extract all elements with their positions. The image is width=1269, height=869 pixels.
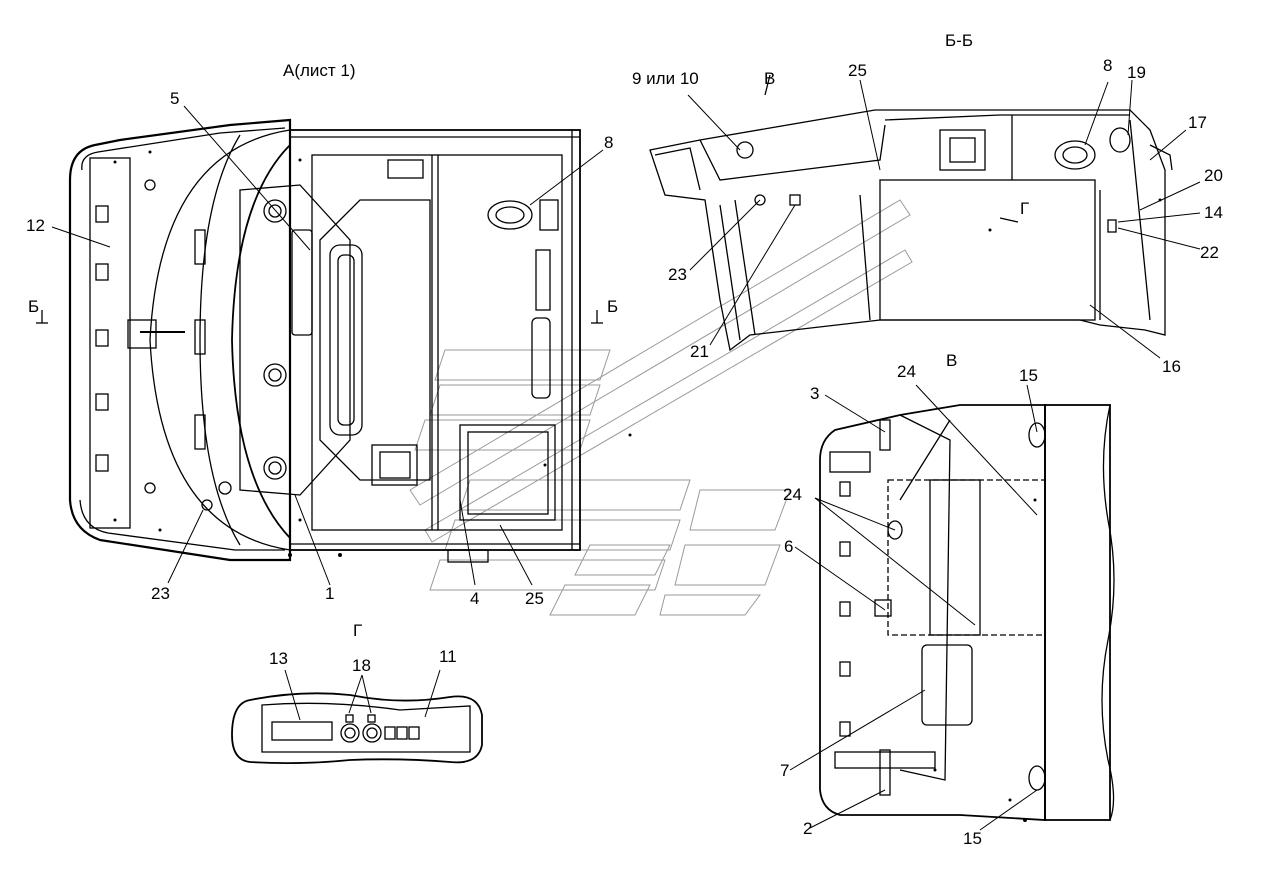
- section-bb-drawing: [649, 74, 1173, 352]
- callout-24-middle: 24: [783, 485, 802, 504]
- view-g-drawing: [231, 692, 483, 765]
- view-arrow-v: В: [764, 69, 776, 88]
- callout-16: 16: [1162, 357, 1181, 376]
- callout-12: 12: [26, 216, 45, 235]
- callout-9-or-10: 9 или 10: [632, 69, 699, 88]
- view-title-g: Г: [353, 621, 363, 640]
- view-v-drawing: [819, 404, 1115, 821]
- callout-15-top: 15: [1019, 366, 1038, 385]
- callout-19: 19: [1127, 63, 1146, 82]
- view-title-v: В: [946, 351, 958, 370]
- callout-23-view-a: 23: [151, 584, 170, 603]
- callout-13: 13: [269, 649, 288, 668]
- callout-8-section-bb: 8: [1103, 56, 1113, 75]
- leader-lines: [51, 79, 1201, 831]
- callout-3: 3: [810, 384, 820, 403]
- callout-2: 2: [803, 819, 813, 838]
- callout-20: 20: [1204, 166, 1223, 185]
- fastener-dots: [113, 150, 1162, 822]
- callout-21: 21: [690, 342, 709, 361]
- callout-5: 5: [170, 89, 180, 108]
- view-title-a: А(лист 1): [283, 61, 356, 80]
- callout-15-bottom: 15: [963, 829, 982, 848]
- callout-23-section-bb: 23: [668, 265, 687, 284]
- section-mark-b-left: Б: [28, 297, 40, 316]
- callout-7: 7: [780, 761, 790, 780]
- view-title-bb: Б-Б: [945, 31, 973, 50]
- callout-17: 17: [1188, 113, 1207, 132]
- callout-6: 6: [784, 537, 794, 556]
- callout-22: 22: [1200, 243, 1219, 262]
- watermark-pattern: [409, 199, 913, 616]
- callout-11: 11: [439, 647, 457, 666]
- callout-14: 14: [1204, 203, 1223, 222]
- callout-25-view-a: 25: [525, 589, 544, 608]
- callout-1: 1: [325, 584, 335, 603]
- callout-24-top: 24: [897, 362, 916, 381]
- view-arrow-g: Г: [1020, 199, 1030, 218]
- callout-8-view-a: 8: [604, 133, 614, 152]
- callout-25-section-bb: 25: [848, 61, 867, 80]
- section-mark-b-right: Б: [607, 297, 619, 316]
- callout-18: 18: [352, 656, 371, 675]
- view-a-drawing: [36, 118, 603, 563]
- callout-4: 4: [470, 589, 480, 608]
